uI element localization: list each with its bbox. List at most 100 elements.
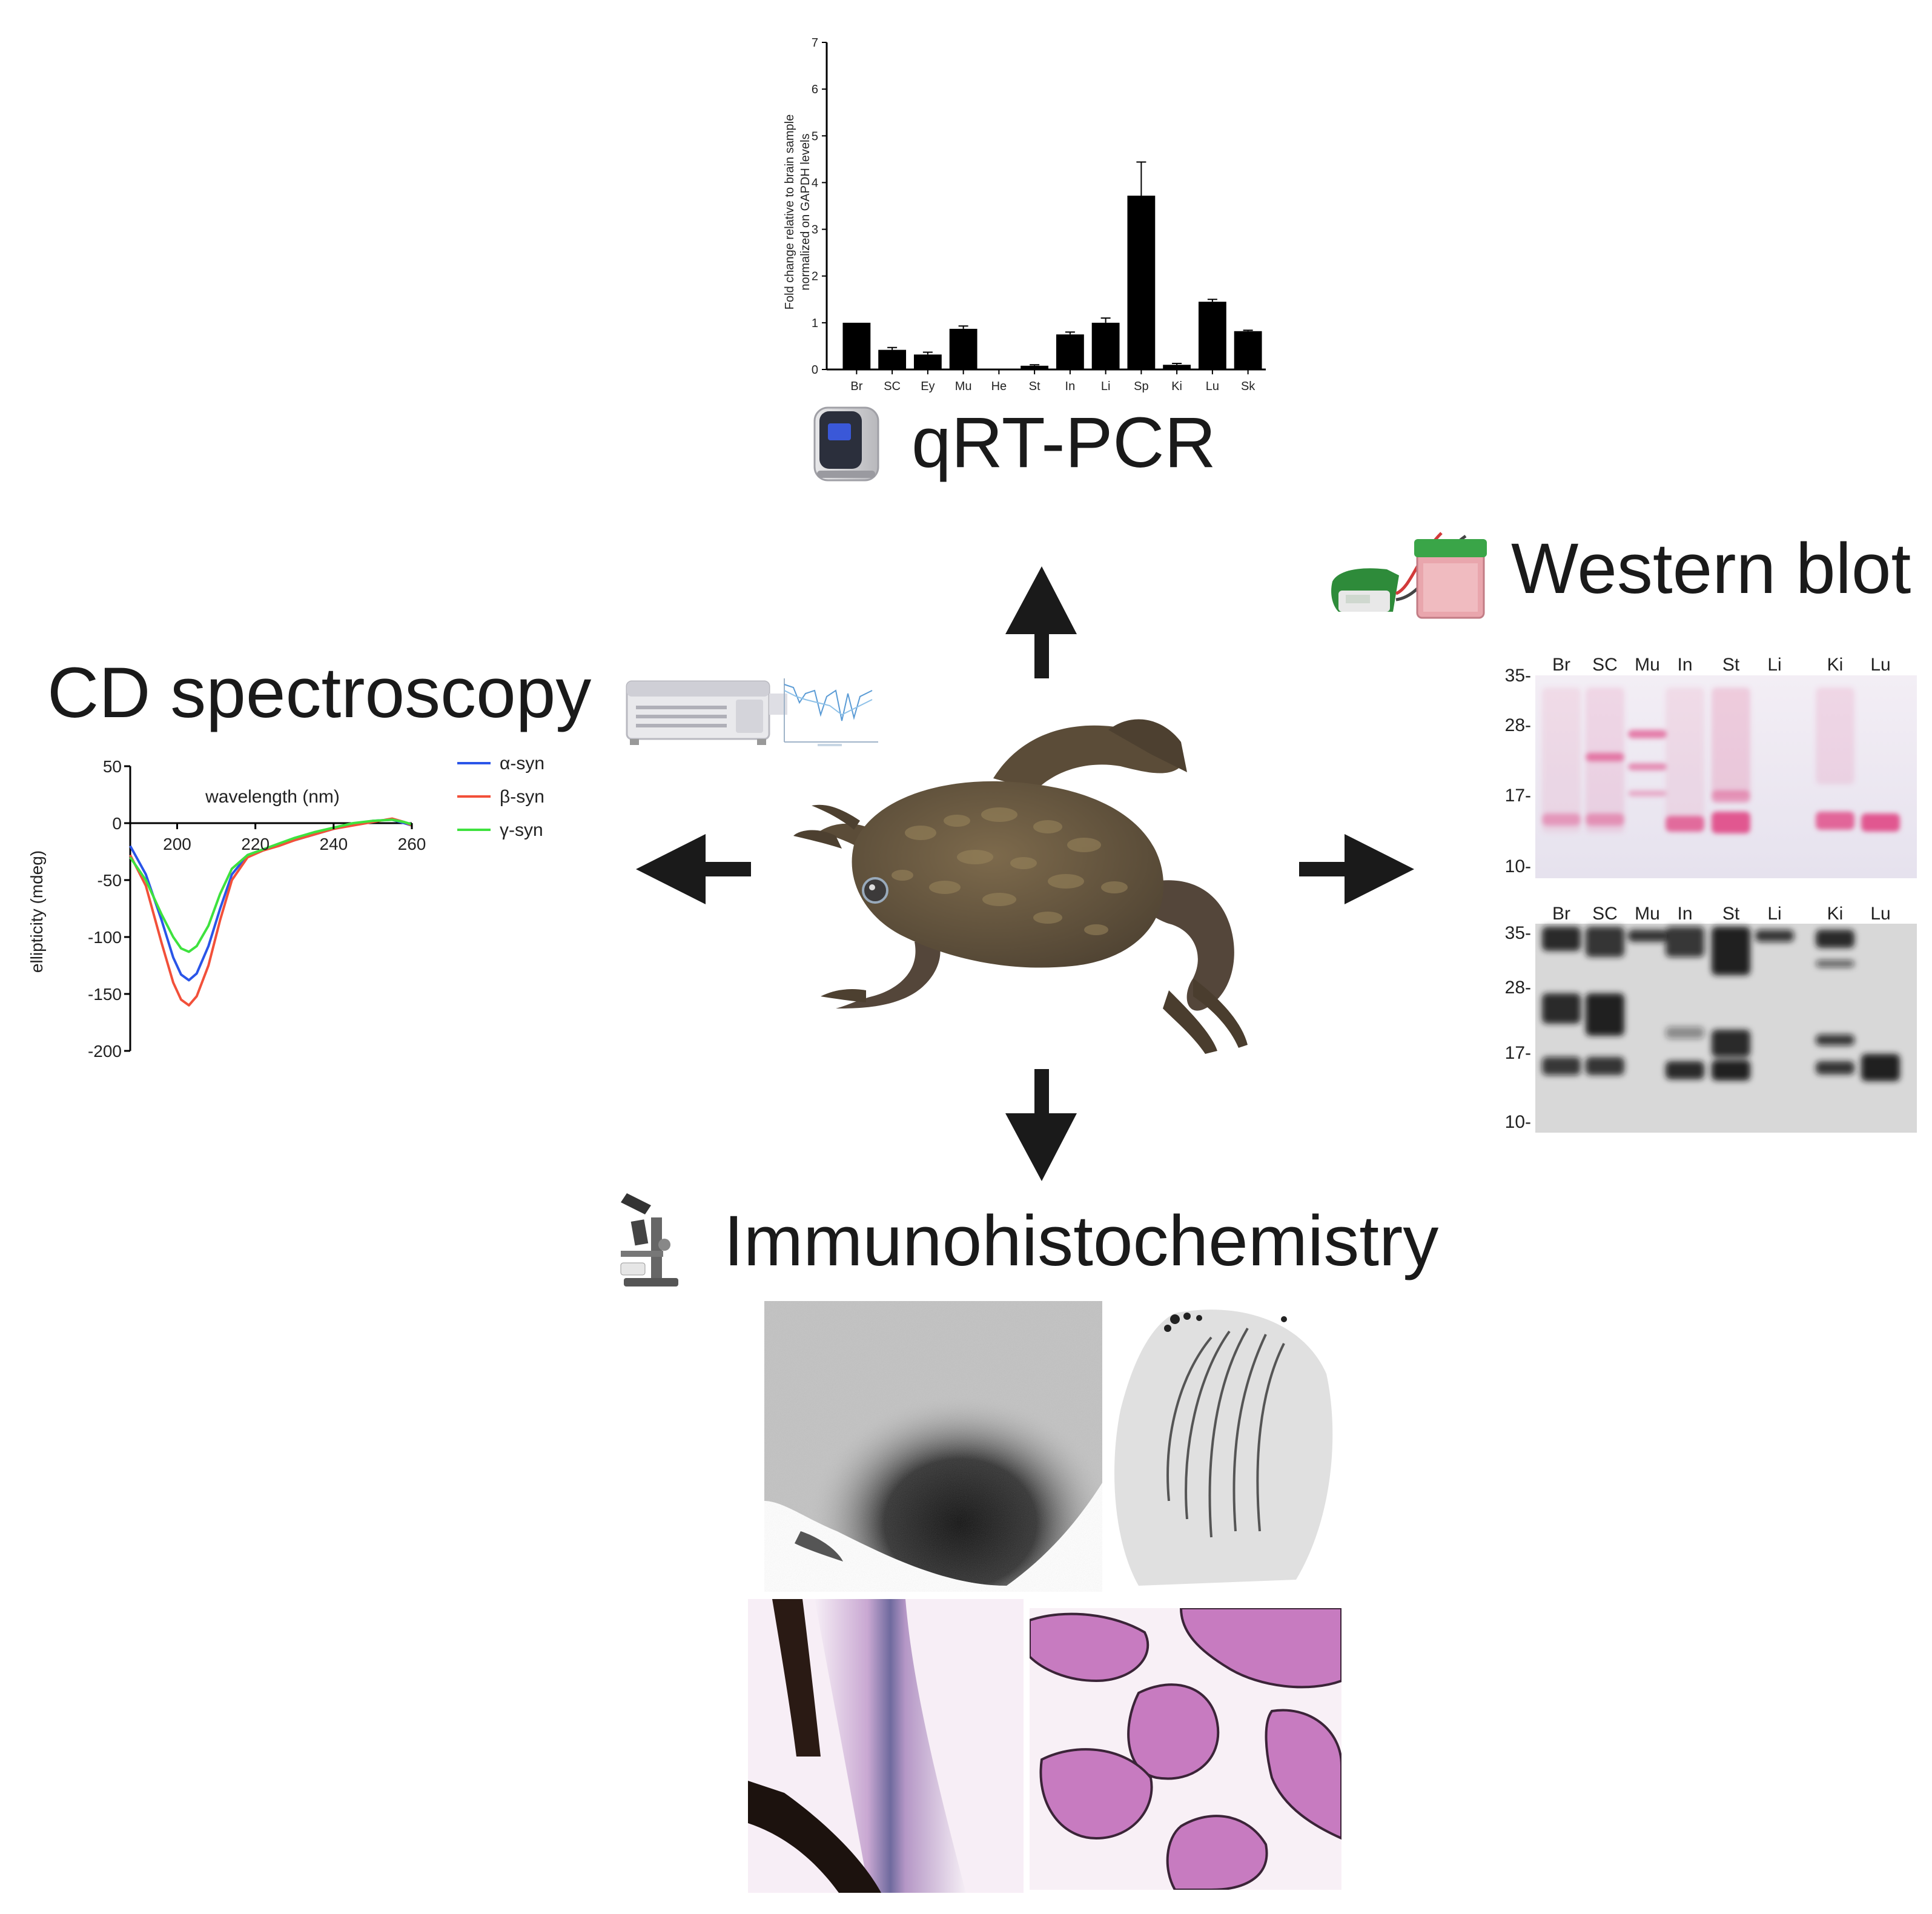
qpcr-bar (1021, 365, 1049, 369)
cd-legend-label: β-syn (500, 787, 544, 807)
blot-lane-label: In (1677, 904, 1692, 924)
ihc-brain-section-image (764, 1301, 1102, 1592)
blot-band (1816, 960, 1854, 967)
blot-lane-label: Mu (1635, 904, 1660, 924)
qpcr-ytick-label: 7 (812, 36, 818, 50)
qpcr-xtick-label: In (1065, 380, 1076, 393)
blot-lane-label: Mu (1635, 655, 1660, 675)
blot-band (1816, 812, 1854, 830)
ihc-muscle-tissue-image (1030, 1608, 1341, 1890)
qpcr-bar (1127, 196, 1156, 369)
blot-band (1628, 930, 1667, 942)
qpcr-ytick-label: 4 (812, 176, 818, 190)
blot-band (1666, 687, 1704, 833)
blot-band (1586, 813, 1624, 826)
qpcr-ytick-label: 3 (812, 224, 818, 237)
cd-ytick-label: 0 (112, 814, 122, 833)
blot-lane-label: Ki (1827, 904, 1844, 924)
qpcr-xtick-label: Sk (1241, 380, 1255, 393)
qpcr-ytick-label: 6 (812, 83, 818, 96)
qpcr-xtick-label: Ey (921, 380, 935, 393)
blot-lane-label: Br (1552, 655, 1570, 675)
qpcr-bar-chart: Fold change relative to brain sample nor… (783, 36, 1266, 393)
blot-band (1712, 687, 1750, 796)
blot-band (1755, 930, 1794, 942)
arrow-down-icon (1005, 1069, 1077, 1181)
qpcr-bar (949, 328, 978, 369)
blot-band (1861, 813, 1900, 832)
qpcr-bar (1091, 322, 1120, 369)
cd-ylabel: ellipticity (mdeg) (27, 850, 46, 973)
arrow-left-icon (636, 834, 751, 904)
blot-band (1816, 687, 1854, 784)
blot-lane-label: Lu (1870, 655, 1890, 675)
blot-marker-label: 10- (1505, 1112, 1531, 1132)
blot-lane-label: In (1677, 655, 1692, 675)
cd-ytick-label: -200 (88, 1042, 122, 1061)
blot-marker-label: 10- (1505, 856, 1531, 876)
cd-ytick-label: -100 (88, 928, 122, 947)
cd-spectroscopy-title: CD spectroscopy (47, 653, 592, 733)
cd-spectrum-chart: ellipticity (mdeg) wavelength (nm) 500-5… (27, 753, 544, 1061)
qpcr-xtick-label: Li (1101, 380, 1111, 393)
arrow-right-icon (1299, 834, 1414, 904)
blot-band (1816, 1035, 1854, 1045)
qpcr-ytick-label: 5 (812, 130, 818, 143)
blot-band (1586, 927, 1624, 957)
blot-lane-label: Li (1767, 904, 1781, 924)
blot-lane-label: Li (1767, 655, 1781, 675)
qpcr-machine-icon (813, 406, 879, 482)
blot-band (1542, 687, 1581, 833)
blot-marker-label: 35- (1505, 923, 1531, 943)
qpcr-bar (1056, 334, 1084, 369)
blot-marker-label: 28- (1505, 978, 1531, 998)
qpcr-bar (913, 354, 942, 369)
blot-band (1816, 1061, 1854, 1075)
blot-lane-label: SC (1592, 904, 1618, 924)
qpcr-bar (1198, 302, 1226, 369)
qpcr-xtick-label: He (991, 380, 1007, 393)
qpcr-xtick-label: Mu (955, 380, 972, 393)
blot-band (1666, 1061, 1704, 1079)
blot-band (1542, 1057, 1581, 1075)
ihc-spinal-cord-image (1102, 1301, 1340, 1592)
blot-band (1712, 812, 1750, 833)
blot-band (1816, 930, 1854, 948)
microscope-icon (620, 1193, 678, 1286)
arrow-up-icon (1005, 566, 1077, 678)
ihc-title: Immunohistochemistry (724, 1201, 1439, 1281)
western-blot-title: Western blot (1511, 529, 1911, 609)
qpcr-bar (842, 322, 871, 369)
cd-legend-label: α-syn (500, 753, 544, 773)
blot-band (1628, 790, 1667, 796)
blot-band (1861, 1054, 1900, 1081)
qpcr-bar (878, 349, 907, 369)
blot-band (1628, 730, 1667, 738)
blot-band (1666, 816, 1704, 832)
blot-marker-label: 35- (1505, 666, 1531, 686)
blot-lane-label: Ki (1827, 655, 1844, 675)
cd-series-line (129, 818, 412, 953)
qpcr-ylabel-line1: Fold change relative to brain sample (783, 114, 796, 310)
cd-ytick-label: -50 (98, 871, 122, 890)
blot-band (1666, 1027, 1704, 1039)
ihc-retina-image (748, 1599, 1024, 1893)
cd-xlabel: wavelength (nm) (205, 787, 340, 807)
blot-band (1586, 753, 1624, 761)
qpcr-ytick-label: 1 (812, 317, 818, 330)
blot-marker-label: 28- (1505, 715, 1531, 735)
electrophoresis-equipment-icon (1331, 532, 1487, 619)
blot-band (1628, 763, 1667, 770)
qpcr-ytick-label: 2 (812, 270, 818, 283)
blot-marker-label: 17- (1505, 786, 1531, 806)
qpcr-xtick-label: Ki (1171, 380, 1182, 393)
qpcr-xtick-label: St (1029, 380, 1040, 393)
blot-lane-label: Br (1552, 904, 1570, 924)
xenopus-frog-illustration (793, 719, 1248, 1054)
blot-band (1712, 1030, 1750, 1057)
qpcr-title: qRT-PCR (911, 403, 1216, 483)
qpcr-xtick-label: SC (884, 380, 901, 393)
blot-lane-label: Lu (1870, 904, 1890, 924)
